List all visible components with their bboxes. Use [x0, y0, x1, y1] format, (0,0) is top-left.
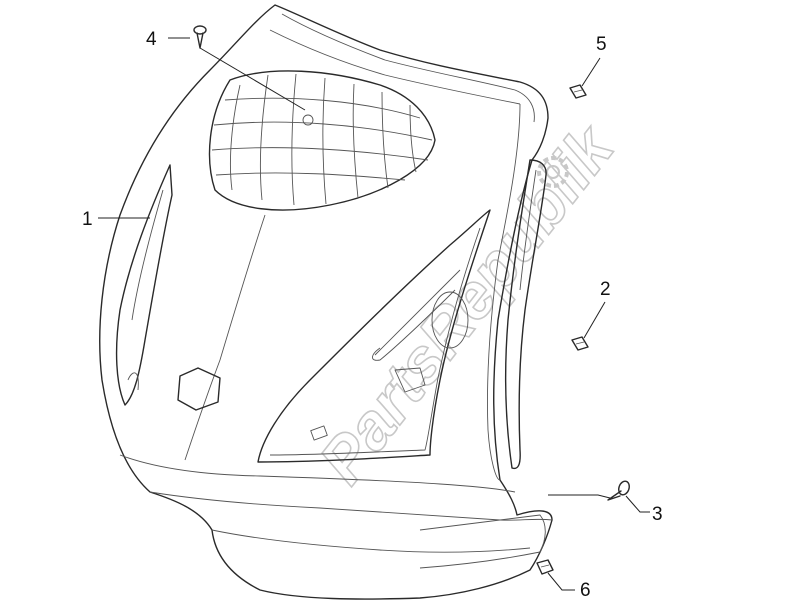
clip-part-2 [571, 301, 606, 351]
callout-6: 6 [580, 580, 591, 600]
screw-part-4 [168, 25, 306, 111]
front-shield-part-1 [99, 4, 553, 600]
callout-3: 3 [652, 504, 663, 525]
callout-4: 4 [146, 29, 157, 50]
callout-5: 5 [596, 34, 607, 55]
callout-2: 2 [600, 279, 611, 300]
watermark-text: PartsRepublik [305, 110, 629, 496]
screw-part-3 [548, 480, 650, 513]
callout-1: 1 [82, 209, 93, 230]
front-grille [208, 70, 436, 211]
watermark: PartsRepublik [304, 110, 629, 498]
clip-part-6 [536, 559, 575, 591]
badge-hexagon [177, 367, 221, 411]
gear-icon [537, 156, 569, 188]
clip-part-5 [569, 57, 601, 99]
